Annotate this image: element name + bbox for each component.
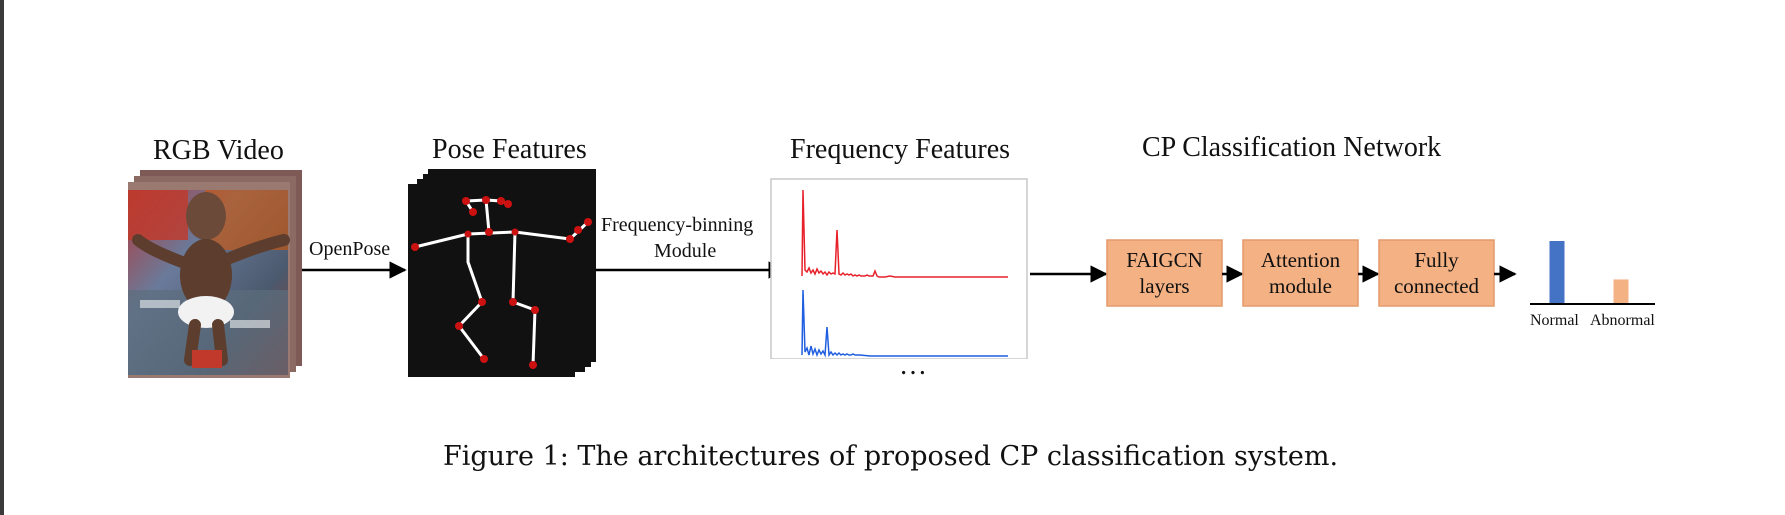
frequency-binning-label-line1: Frequency-binning [601, 214, 754, 236]
faigcn-label-line1: FAIGCN [1126, 248, 1203, 272]
fc-label-line1: Fully [1414, 248, 1459, 272]
cp-network-title: CP Classification Network [1142, 132, 1442, 163]
ellipsis-more-channels: … [899, 350, 927, 381]
frequency-features-title: Frequency Features [790, 134, 1011, 165]
rgb-video-frames [128, 170, 302, 378]
normal-label: Normal [1530, 312, 1579, 329]
output-bar-abnormal [1613, 279, 1629, 303]
output-chart-bars [1549, 241, 1629, 303]
pose-joints [411, 196, 592, 369]
abnormal-label: Abnormal [1590, 312, 1655, 329]
baby-figure [132, 192, 290, 368]
attention-label-line1: Attention [1260, 248, 1341, 272]
openpose-label: OpenPose [309, 238, 391, 260]
page-left-border [0, 0, 4, 515]
frequency-features-panel [770, 178, 1028, 360]
red-spectrum [801, 189, 1008, 278]
fully-connected-block [1378, 239, 1495, 307]
frequency-binning-label-line2: Module [654, 240, 717, 262]
attention-block [1242, 239, 1359, 307]
faigcn-block-label: FAIGCN layers [1107, 247, 1222, 299]
output-bar-normal [1549, 241, 1565, 303]
blue-spectrum [801, 289, 1008, 358]
fc-label-line2: connected [1393, 274, 1480, 298]
pose-feature-frames [408, 169, 596, 377]
figure-caption: Figure 1: The architectures of proposed … [443, 441, 1339, 472]
faigcn-label-line2: layers [1139, 274, 1190, 298]
pose-features-title: Pose Features [432, 134, 587, 165]
attention-block-label: Attention module [1243, 247, 1358, 299]
fully-connected-block-label: Fully connected [1379, 247, 1494, 299]
rgb-video-title: RGB Video [153, 135, 284, 166]
attention-label-line2: module [1269, 274, 1332, 298]
pose-frame [408, 184, 575, 377]
